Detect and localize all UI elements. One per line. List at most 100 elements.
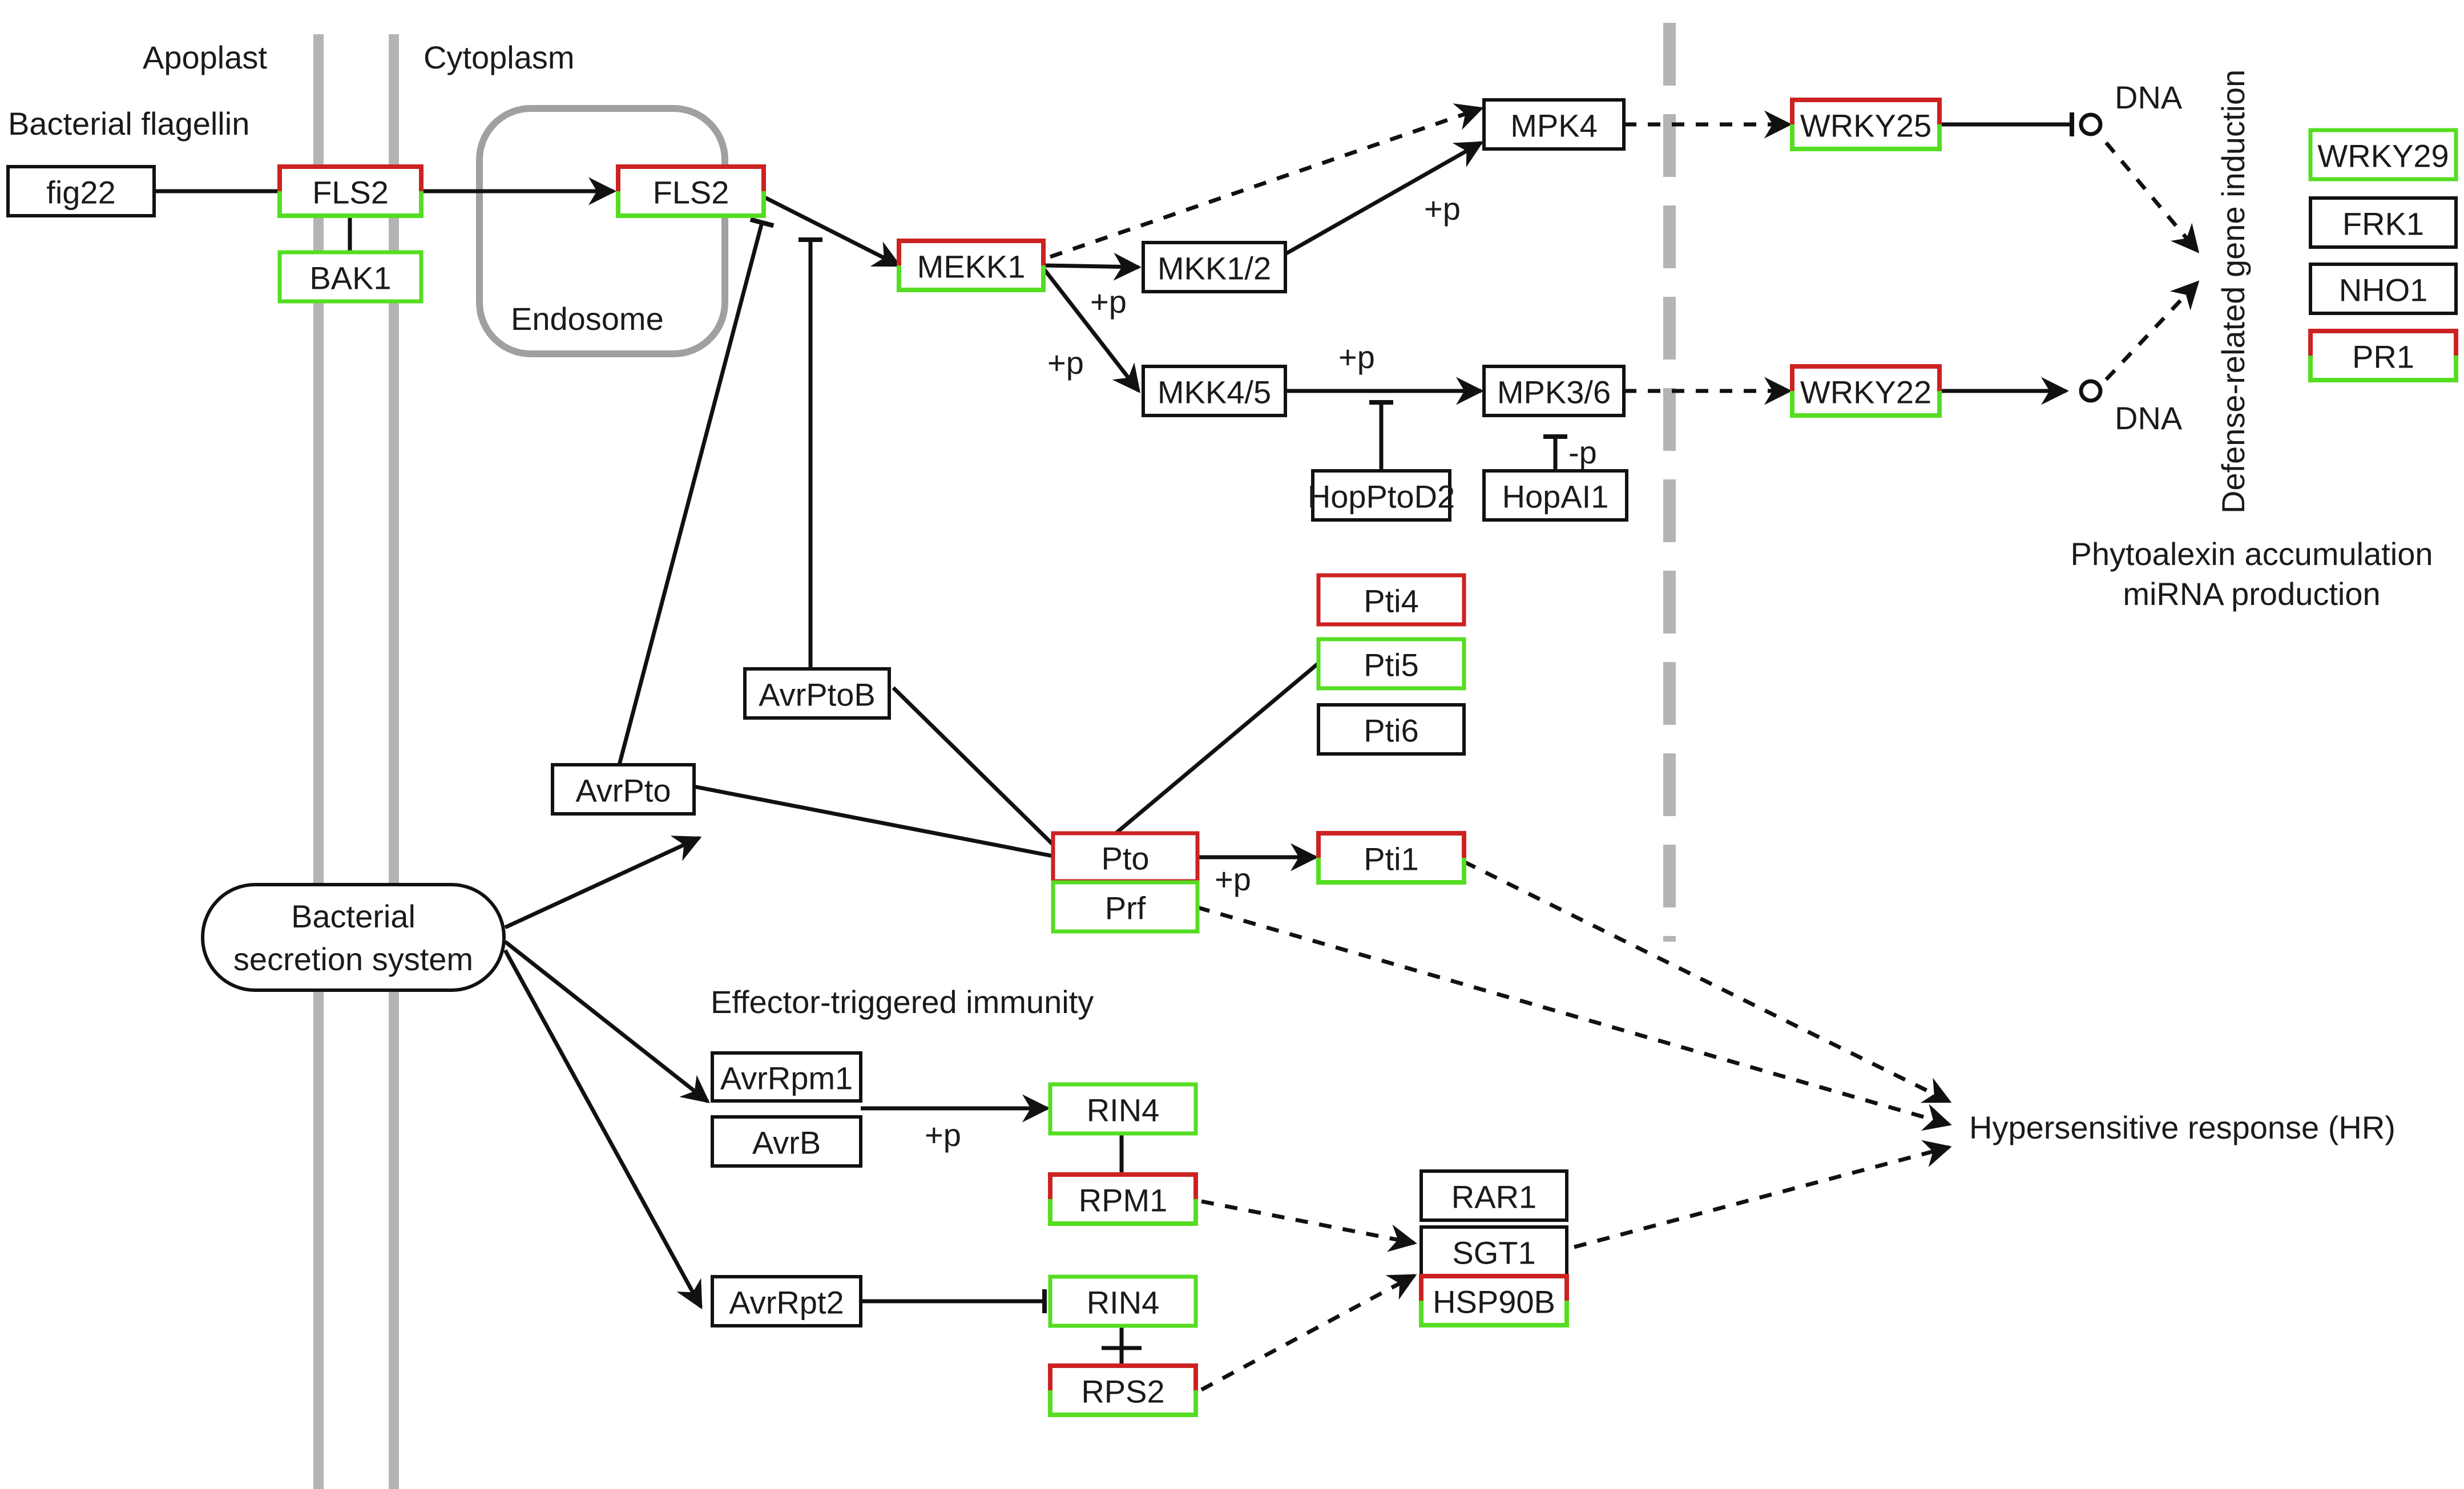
edge-pti1-hr [1463,859,1952,1104]
edge-pto-pti5 [1114,661,1320,835]
edge-label-avrrpm1-rin4: +p [925,1117,961,1153]
node-pr1-label: PR1 [2352,339,2414,375]
edge-label-hopai1: -p [1568,434,1597,470]
edge-dna-defense-top [2104,141,2200,253]
edge-sgt1-hr [1574,1140,1952,1249]
node-avrpto-label: AvrPto [575,773,671,809]
edge-label-pto-pti1: +p [1215,861,1251,897]
node-mekk1: MEKK1 [897,239,1046,292]
node-sgt1: SGT1 [1419,1225,1568,1278]
dna-bottom-label: DNA [2115,400,2183,436]
node-pti6-label: Pti6 [1364,713,1419,749]
node-mekk1-label: MEKK1 [917,249,1026,285]
node-rps2-label: RPS2 [1081,1374,1164,1410]
node-prf-label: Prf [1105,890,1146,926]
node-fig22: fig22 [6,165,156,217]
edge-mekk1-mkk12 [1043,252,1142,281]
node-pr1-down-border [2308,356,2458,382]
bacterial-flagellin-label: Bacterial flagellin [8,106,249,142]
node-pti5: Pti5 [1316,637,1466,691]
node-mkk45: MKK4/5 [1142,365,1287,417]
node-rin4-bottom-label: RIN4 [1087,1285,1160,1321]
node-hsp90b-up-border [1419,1274,1569,1301]
node-bak1: BAK1 [277,250,424,304]
node-mekk1-up-border [897,239,1046,265]
edges [154,103,2200,1392]
node-avrrpm1: AvrRpm1 [711,1051,862,1103]
node-avrb: AvrB [711,1115,862,1168]
node-mkk12: MKK1/2 [1142,241,1287,293]
node-rps2-down-border [1048,1390,1198,1417]
node-hopptod2: HopPtoD2 [1308,469,1455,522]
node-avrptob-label: AvrPtoB [759,677,875,713]
node-avrb-label: AvrB [752,1125,821,1161]
node-fls2-endosome-down-border [616,191,766,218]
edge-secretion-avrrpt2 [503,949,703,1310]
node-fls2-membrane: FLS2 [277,164,424,218]
endosome-compartment [476,105,728,357]
node-pti1-up-border [1316,831,1466,858]
node-avrrpt2-label: AvrRpt2 [729,1285,844,1321]
node-wrky22: WRKY22 [1790,364,1942,418]
node-fls2-membrane-up-border [277,164,424,191]
node-mpk4-label: MPK4 [1510,108,1598,144]
node-wrky22-down-border [1790,391,1942,418]
apoplast-label: Apoplast [143,39,267,75]
node-rpm1-down-border [1048,1199,1198,1226]
node-pti1-down-border [1316,858,1466,885]
node-mekk1-down-border [897,265,1046,292]
dna-top-circle [2079,112,2103,136]
node-mpk36: MPK3/6 [1482,365,1626,417]
node-wrky25-up-border [1790,98,1942,124]
edge-label-mekk1-mkk12: +p [1090,284,1127,320]
node-avrpto: AvrPto [551,763,696,816]
node-rps2: RPS2 [1048,1363,1198,1417]
node-wrky25: WRKY25 [1790,98,1942,151]
node-nho1-label: NHO1 [2339,272,2428,308]
node-sgt1-label: SGT1 [1452,1235,1535,1271]
node-rps2-up-border [1048,1363,1198,1390]
edge-mkk12-mpk4 [1284,140,1484,256]
node-avrrpm1-label: AvrRpm1 [720,1060,853,1096]
edge-dna-defense-bottom [2104,280,2200,381]
edge-label-mkk12-mpk4: +p [1424,191,1461,227]
node-mpk4: MPK4 [1482,98,1626,151]
node-hsp90b-down-border [1419,1301,1569,1327]
endosome-label: Endosome [511,301,664,337]
edge-avrptob-pto [892,686,1055,846]
node-wrky25-down-border [1790,124,1942,151]
cytoplasm-label: Cytoplasm [424,39,575,75]
edge-label-mekk1-mkk45: +p [1047,345,1084,381]
node-hopai1-label: HopAI1 [1502,479,1609,515]
node-hsp90b: HSP90B [1419,1274,1569,1327]
node-pto: Pto [1051,831,1200,883]
edge-fls2-mekk1 [763,195,902,268]
node-wrky29-label: WRKY29 [2317,138,2449,174]
dna-bottom-circle [2079,379,2103,403]
node-hopptod2-label: HopPtoD2 [1308,479,1455,515]
node-pti4-label: Pti4 [1364,583,1419,619]
node-avrrpt2: AvrRpt2 [711,1275,862,1327]
phytoalexin-label-line2: miRNA production [2123,576,2380,612]
node-avrptob: AvrPtoB [743,667,891,720]
edge-avrpto-fls2 [617,217,775,765]
node-pti6: Pti6 [1317,703,1466,756]
node-wrky25-label: WRKY25 [1800,108,1931,144]
node-pti1: Pti1 [1316,831,1466,885]
edge-prf-hr [1197,905,1952,1131]
node-hopai1: HopAI1 [1482,469,1628,522]
node-fls2-endosome-label: FLS2 [653,175,729,211]
node-pto-label: Pto [1101,841,1149,877]
edge-rps2-hsp90b [1200,1273,1417,1392]
dna-top-label: DNA [2115,79,2183,115]
edge-avrpto-pto [693,784,1054,858]
effector-triggered-immunity-label: Effector-triggered immunity [711,984,1094,1020]
node-rar1: RAR1 [1419,1169,1568,1222]
node-fls2-endosome: FLS2 [616,164,766,218]
defense-gene-induction-label: Defense-related gene induction [2215,70,2251,514]
node-pti5-label: Pti5 [1364,647,1419,683]
bacterial-secretion-system-node [201,883,506,992]
node-frk1: FRK1 [2309,196,2458,249]
edge-secretion-avrpto [504,836,702,930]
